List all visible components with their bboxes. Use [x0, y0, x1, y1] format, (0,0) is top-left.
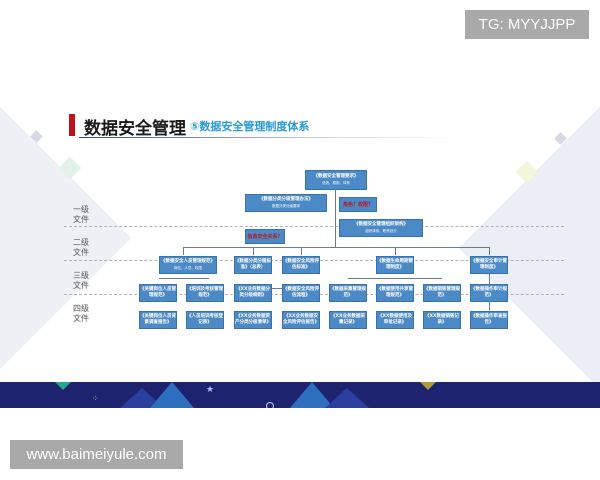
box-title: 《XX业务数据采集记录》: [331, 314, 365, 325]
level-label-3: 三级文件: [73, 271, 89, 291]
box-title: 《数据使用共享管理规范》: [377, 287, 413, 298]
level-4-line2: 文件: [73, 314, 89, 323]
level-label-2: 二级文件: [73, 238, 89, 258]
box-l3-destruction[interactable]: 《数据销毁管理规范》: [423, 284, 461, 302]
box-title: 《数据安全管理组织架构》: [354, 222, 408, 227]
box-title: 《关键岗位人员背景调查报告》: [140, 314, 176, 325]
bg-diamond-left-large: [0, 96, 132, 380]
box-l4-operation-review[interactable]: 《数据操作审查报告》: [470, 311, 508, 329]
box-question-role[interactable]: 角色？权限？: [339, 197, 377, 212]
box-l4-collection-record[interactable]: 《XX业务数据采集记录》: [329, 311, 367, 329]
level-2-line2: 文件: [73, 248, 89, 257]
title-accent-bar: [69, 114, 75, 136]
box-title: 《数据安全管理要求》: [313, 174, 359, 179]
box-title: 《关键岗位人员管理规范》: [140, 287, 176, 298]
watermark-bottom-left: www.baimeiyule.com: [10, 440, 183, 469]
box-l2-personnel[interactable]: 《数据安全人员管理规范》 岗位、人员、权限: [159, 256, 217, 274]
box-l3-classification-detail[interactable]: 《XX业务数据分类分级细则》: [234, 284, 272, 302]
box-title: 《XX业务数据分类分级细则》: [236, 287, 270, 298]
footer-star-icon: ★: [206, 385, 215, 395]
level-1-line1: 一级: [73, 205, 89, 214]
box-l2-classification-std[interactable]: 《数据分类分级标准》（总表）: [234, 256, 272, 274]
box-title: 《数据安全人员管理规范》: [161, 259, 215, 264]
box-l2-risk-std[interactable]: 《数据安全风险评估标准》: [282, 256, 320, 274]
box-sub: 数据分类分级要求: [272, 204, 300, 208]
box-title: 《数据安全风险评估流程》: [283, 287, 319, 298]
connector-l2-3: [301, 247, 302, 255]
footer-triangle-4: [325, 388, 369, 408]
box-title: 《数据销毁管理规范》: [424, 287, 460, 298]
slide-footer-band: ⁘ ★: [0, 382, 600, 408]
box-sub: 岗位、人员、权限: [174, 266, 202, 270]
connector-l2-4: [395, 247, 396, 255]
question-role-text: 角色？权限？: [342, 201, 373, 208]
box-title: 《数据安全审计管理制度》: [471, 259, 507, 270]
connector-l3-left-bar: [159, 278, 209, 279]
level-4-line1: 四级: [73, 304, 89, 313]
slide-title: 数据安全管理: [84, 119, 186, 139]
box-title: 《数据安全风险评估标准》: [283, 259, 319, 270]
box-l4-background-check[interactable]: 《关键岗位人员背景调查报告》: [139, 311, 177, 329]
box-l4-destruction-record[interactable]: 《XX数据销毁记录》: [423, 311, 461, 329]
box-l4-usage-approval[interactable]: 《XX数据使用及审批记录》: [376, 311, 414, 329]
box-sub: 总则、原则、体系: [322, 181, 350, 185]
presentation-slide: 数据安全管理 ⑤数据安全管理制度体系 一级文件 二级文件 三级文件 四级文件 《…: [0, 78, 600, 408]
box-organization[interactable]: 《数据安全管理组织架构》 组织体系、职责划分: [339, 219, 423, 237]
connector-l3-right-bar: [348, 278, 442, 279]
connector-l2-1: [183, 247, 184, 255]
box-l4-asset-list[interactable]: 《XX业务数据资产分类分级清单》: [234, 311, 272, 329]
slide-subtitle: ⑤数据安全管理制度体系: [190, 120, 310, 133]
box-l4-risk-report[interactable]: 《XX业务数据安全风险评估报告》: [282, 311, 320, 329]
footer-dots-icon: ⁘: [92, 394, 99, 403]
title-underline: [79, 137, 459, 138]
box-title: 《XX业务数据安全风险评估报告》: [283, 314, 319, 325]
level-2-line1: 二级: [73, 238, 89, 247]
box-classification-measures[interactable]: 《数据分类分级管理办法》 数据分类分级要求: [245, 194, 327, 212]
level-label-4: 四级文件: [73, 304, 89, 324]
connector-level2-bar: [183, 247, 489, 248]
level-3-line2: 文件: [73, 281, 89, 290]
box-l2-lifecycle[interactable]: 《数据生命周期管理制度》: [376, 256, 414, 274]
level-1-line2: 文件: [73, 215, 89, 224]
connector-l3-mid-bar: [253, 288, 301, 289]
footer-gold-marker: [420, 382, 436, 390]
box-title: 《数据分类分级标准》（总表）: [235, 259, 271, 270]
bg-diamond-right-large: [458, 106, 600, 390]
box-title: 《XX业务数据资产分类分级清单》: [235, 314, 271, 325]
box-sub: 组织体系、职责划分: [365, 229, 397, 233]
box-l3-collection[interactable]: 《数据采集管理规范》: [329, 284, 367, 302]
level-3-line1: 三级: [73, 271, 89, 280]
box-l2-audit[interactable]: 《数据安全审计管理制度》: [470, 256, 508, 274]
box-question-infosec[interactable]: 信息安全关系？: [245, 229, 285, 244]
box-title: 《XX数据使用及审批记录》: [378, 314, 412, 325]
box-title: 《培训及考核管理规范》: [187, 287, 223, 298]
footer-triangle-2: [150, 382, 194, 408]
box-title: 《人员培训考核登记表》: [187, 314, 223, 325]
box-l3-usage-sharing[interactable]: 《数据使用共享管理规范》: [376, 284, 414, 302]
box-title: 《数据采集管理规范》: [330, 287, 366, 298]
box-l4-training-record[interactable]: 《人员培训考核登记表》: [186, 311, 224, 329]
connector-l2-5: [489, 247, 490, 255]
footer-teal-marker: [55, 382, 71, 390]
connector-l2-2: [253, 247, 254, 255]
separator-1: [64, 226, 564, 227]
box-title: 《数据操作审查报告》: [471, 314, 507, 325]
connector-root-trunk: [335, 190, 336, 248]
box-l3-training[interactable]: 《培训及考核管理规范》: [186, 284, 224, 302]
box-title: 《XX数据销毁记录》: [425, 314, 459, 325]
box-l3-operation-audit[interactable]: 《数据操作审计规范》: [470, 284, 508, 302]
box-root-requirements[interactable]: 《数据安全管理要求》 总则、原则、体系: [305, 170, 367, 190]
footer-circle-icon: [266, 402, 274, 408]
box-l3-key-personnel[interactable]: 《关键岗位人员管理规范》: [139, 284, 177, 302]
box-title: 《数据生命周期管理制度》: [377, 259, 413, 270]
question-infosec-text: 信息安全关系？: [247, 233, 283, 240]
box-title: 《数据分类分级管理办法》: [259, 197, 313, 202]
box-l3-risk-process[interactable]: 《数据安全风险评估流程》: [282, 284, 320, 302]
box-title: 《数据操作审计规范》: [471, 287, 507, 298]
watermark-top-right: TG: MYYJJPP: [465, 10, 589, 39]
level-label-1: 一级文件: [73, 205, 89, 225]
